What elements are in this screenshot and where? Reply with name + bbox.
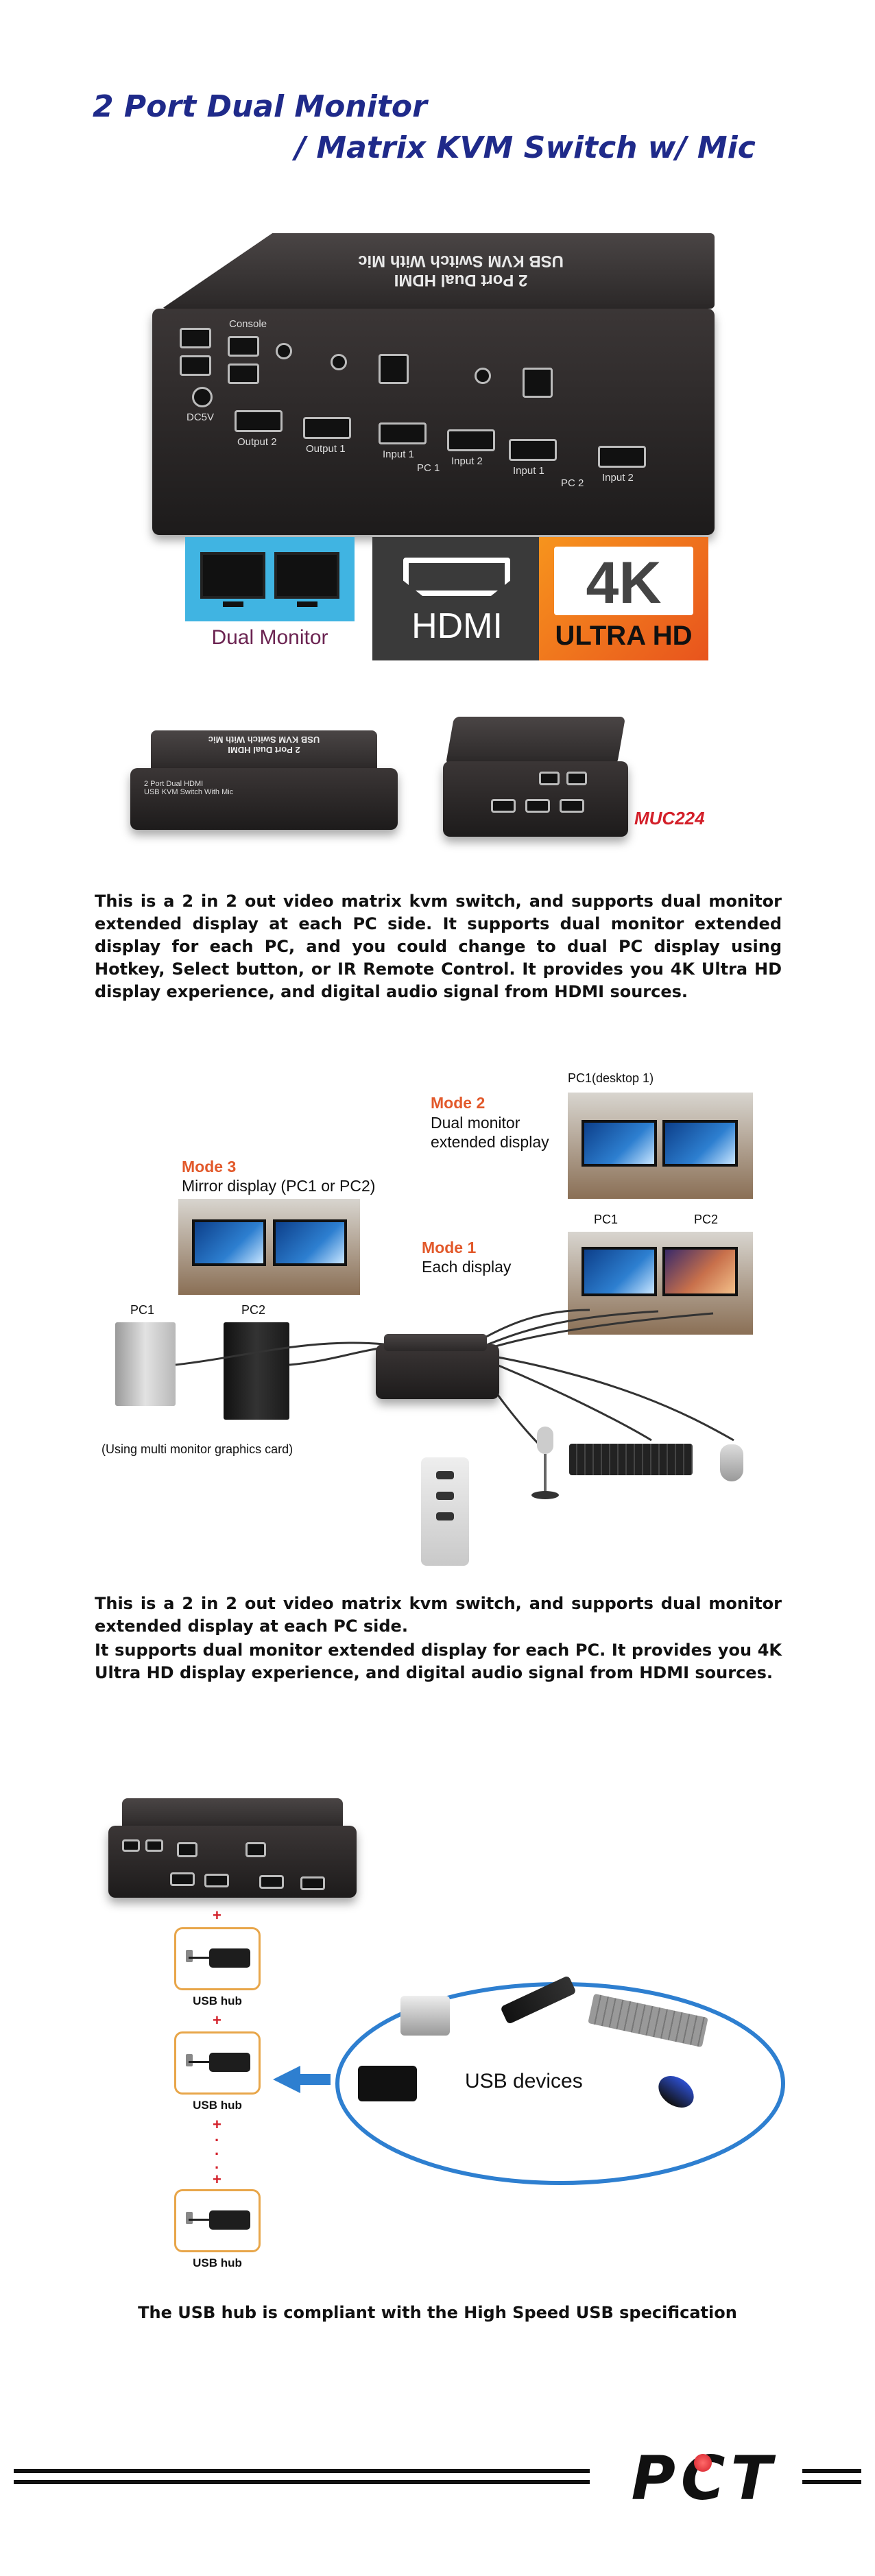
pc1-desktop-label: PC1(desktop 1) (568, 1071, 654, 1085)
plus-sign-4: + (213, 2171, 221, 2188)
model-number: MUC224 (634, 808, 705, 828)
output2-label: Output 2 (237, 436, 277, 448)
arrow-left-icon (273, 2066, 331, 2093)
dual-monitor-logo-label: Dual Monitor (211, 626, 328, 649)
usb-port-2 (180, 355, 211, 376)
mode1-pc2-label: PC2 (694, 1213, 719, 1226)
mode1-title: Mode 1 (422, 1239, 477, 1256)
mode3-photo (178, 1199, 360, 1295)
usb-hub-1 (174, 1927, 261, 1990)
console-label: Console (229, 318, 267, 330)
dot-2: · (215, 2145, 220, 2162)
second-paragraph-1: This is a 2 in 2 out video matrix kvm sw… (95, 1594, 782, 1636)
plus-sign-3: + (213, 2116, 221, 2133)
usb-port-3 (228, 336, 259, 357)
dot-1: · (215, 2132, 220, 2149)
pc2-mic-jack (475, 368, 491, 384)
hdmi-output-2 (235, 410, 283, 432)
intro-paragraph: This is a 2 in 2 out video matrix kvm sw… (95, 892, 782, 1001)
pc2-hdmi-input-2 (598, 446, 646, 468)
printer-icon (400, 1996, 450, 2036)
usb-hub-3 (174, 2189, 261, 2252)
usb-section-device-image (108, 1798, 357, 1901)
mic-jack (276, 343, 292, 359)
pc2-label: PC 2 (561, 477, 584, 489)
usb-hub-note: The USB hub is compliant with the High S… (138, 2303, 737, 2322)
small-device-front-image: 2 Port Dual HDMI USB KVM Switch With Mic… (130, 730, 398, 833)
usb-port-1 (180, 328, 211, 348)
pc1-tower-image (115, 1322, 176, 1406)
pc1-input1-label: Input 1 (383, 449, 414, 460)
kvm-switch-diagram-image (376, 1344, 499, 1399)
hdmi-logo-label: HDMI (411, 606, 503, 646)
usb-hub-label-3: USB hub (193, 2256, 242, 2269)
microphone-image (531, 1427, 559, 1502)
small-device-front-label: 2 Port Dual HDMI USB KVM Switch With Mic (144, 780, 234, 796)
mode2-line2: extended display (431, 1133, 549, 1151)
mode3-title: Mode 3 (182, 1158, 237, 1176)
plus-sign-2: + (213, 2012, 221, 2029)
dc-jack (192, 387, 213, 407)
pc2-tower-image (224, 1322, 289, 1420)
usb-hub-label-1: USB hub (193, 1994, 242, 2007)
external-drive-icon (358, 2066, 417, 2101)
page-title-line2: / Matrix KVM Switch w/ Mic (295, 130, 756, 165)
mode2-title: Mode 2 (431, 1094, 486, 1112)
4k-ultra-hd-logo: 4K ULTRA HD (539, 537, 708, 660)
usb-devices-label: USB devices (465, 2070, 583, 2092)
dc5v-label: DC5V (187, 412, 215, 423)
mode3-text: Mirror display (PC1 or PC2) (182, 1177, 376, 1195)
ir-remote-image (421, 1457, 469, 1566)
small-device-back-image (436, 717, 635, 847)
second-paragraph-2: It supports dual monitor extended displa… (95, 1641, 782, 1682)
dot-3: · (215, 2159, 220, 2176)
mode1-pc1-label: PC1 (594, 1213, 619, 1226)
pc2-usb-b (523, 368, 553, 398)
pc2-input1-label: Input 1 (513, 465, 544, 477)
usb-hub-2 (174, 2031, 261, 2095)
footer-line-left-bottom (14, 2480, 590, 2484)
pc1-hdmi-input-1 (379, 422, 427, 444)
mode2-line1: Dual monitor (431, 1114, 520, 1132)
hdmi-logo: HDMI (372, 537, 542, 660)
output1-label: Output 1 (306, 443, 346, 455)
dual-monitor-logo: Dual Monitor (185, 537, 355, 660)
graphics-card-note: (Using multi monitor graphics card) (101, 1442, 293, 1456)
pc1-usb-b (379, 354, 409, 384)
mouse-image (720, 1444, 743, 1481)
tower-pc2-label: PC2 (241, 1303, 266, 1317)
footer-line-right-top (802, 2469, 861, 2473)
footer-line-left-top (14, 2469, 590, 2473)
pc2-hdmi-input-1 (509, 439, 557, 461)
pc1-label: PC 1 (417, 462, 440, 474)
main-device-image: 2 Port Dual HDMI USB KVM Switch With Mic… (152, 233, 724, 535)
tower-pc1-label: PC1 (130, 1303, 155, 1317)
page-title-line1: 2 Port Dual Monitor (93, 89, 427, 124)
pc1-hdmi-input-2 (447, 429, 495, 451)
keyboard-image (569, 1444, 693, 1475)
usb-hub-label-2: USB hub (193, 2099, 242, 2112)
pc1-input2-label: Input 2 (451, 455, 483, 467)
hdmi-output-1 (303, 417, 351, 439)
mode1-text: Each display (422, 1258, 512, 1276)
pc1-mic-jack (331, 354, 347, 370)
pct-logo-red-dot-icon (694, 2454, 712, 2472)
footer-line-right-bottom (802, 2480, 861, 2484)
plus-sign-1: + (213, 1907, 221, 1924)
usb-port-4 (228, 363, 259, 384)
ultra-hd-logo-label: ULTRA HD (555, 621, 693, 651)
mode2-photo (568, 1093, 753, 1199)
4k-logo-label: 4K (586, 550, 662, 616)
pc2-input2-label: Input 2 (602, 472, 634, 484)
